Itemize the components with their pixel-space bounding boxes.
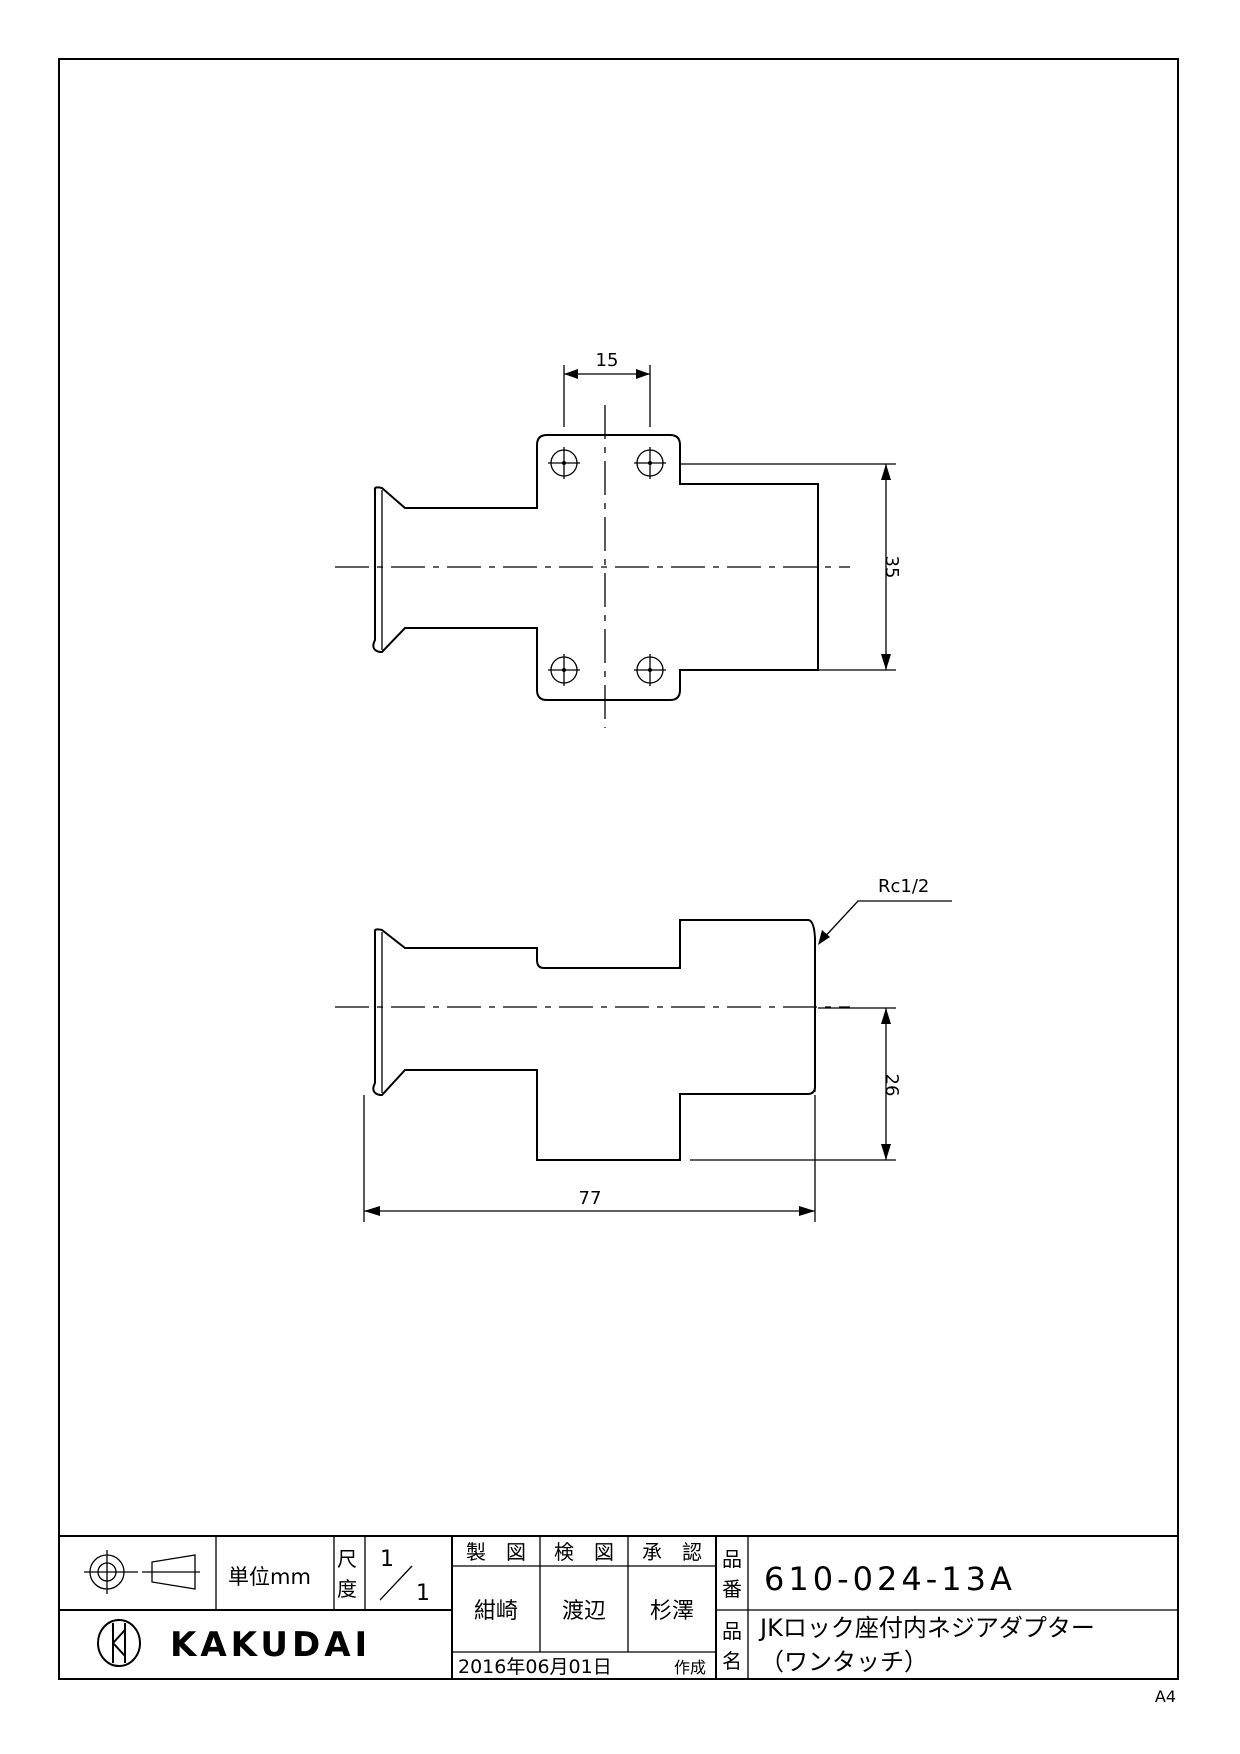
scale-label: 尺 xyxy=(337,1547,357,1571)
title-block: 単位mm 尺 度 1 1 KAKUDAI 製 図 検 図 承 認 紺崎 渡辺 杉… xyxy=(58,1535,1179,1680)
creation-label: 作成 xyxy=(674,1658,706,1677)
dim-hole-pitch: 15 xyxy=(596,350,619,371)
scale-numerator: 1 xyxy=(380,1547,394,1572)
kakudai-logo-icon xyxy=(97,1619,141,1667)
top-view: 15 35 xyxy=(335,350,902,728)
part-name: JKロック座付内ネジアダプター xyxy=(758,1614,1095,1642)
part-name-label: 名 xyxy=(722,1649,742,1673)
unit-label: 単位mm xyxy=(228,1565,311,1589)
sheet-size: A4 xyxy=(1155,1687,1176,1706)
role-label: 製 図 xyxy=(466,1540,526,1564)
part-number: 610-024-13A xyxy=(764,1560,1016,1598)
projection-symbol-icon xyxy=(84,1550,200,1594)
part-no-label: 品 xyxy=(722,1547,742,1571)
checker-name: 渡辺 xyxy=(562,1599,606,1624)
part-name-label: 品 xyxy=(722,1619,742,1643)
drafter-name: 紺崎 xyxy=(474,1599,518,1624)
scale-denominator: 1 xyxy=(416,1581,430,1606)
role-label: 検 図 xyxy=(554,1540,614,1564)
dim-total-length: 77 xyxy=(579,1188,602,1209)
dim-height-half: 26 xyxy=(881,1074,902,1097)
company-name: KAKUDAI xyxy=(170,1625,371,1665)
role-label: 承 認 xyxy=(642,1540,702,1564)
front-view: 26 77 Rc1/2 xyxy=(335,876,952,1222)
scale-label: 度 xyxy=(337,1577,357,1601)
dim-thread: Rc1/2 xyxy=(878,876,929,897)
creation-date: 2016年06月01日 xyxy=(458,1656,612,1678)
part-name-sub: （ワンタッチ） xyxy=(760,1648,928,1676)
approver-name: 杉澤 xyxy=(650,1599,694,1624)
sheet-border xyxy=(58,58,1179,1680)
dim-flange-height: 35 xyxy=(881,556,902,579)
part-no-label: 番 xyxy=(722,1577,742,1601)
